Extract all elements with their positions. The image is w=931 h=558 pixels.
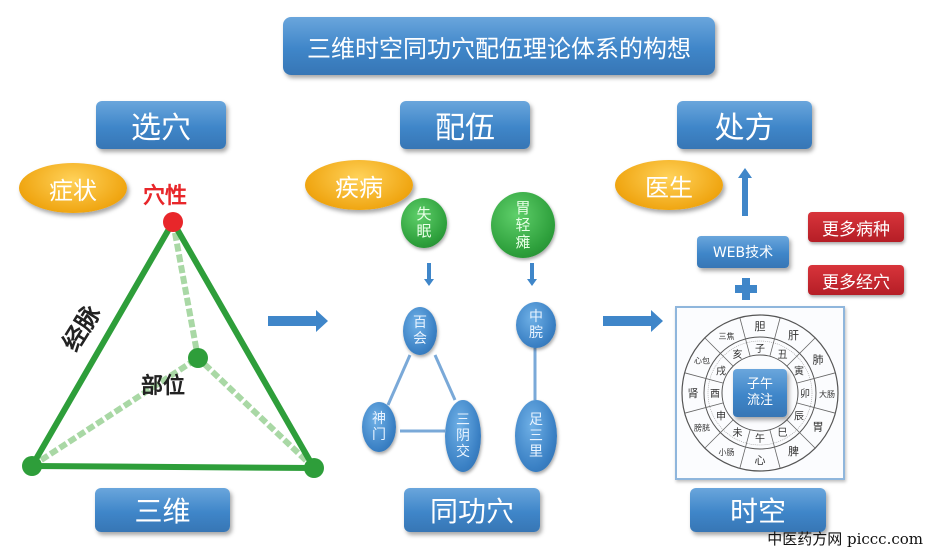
clock-divider: [704, 337, 734, 367]
acupoint-baihui: 百 会: [403, 307, 437, 355]
clock-organ-label: 大肠: [819, 389, 835, 399]
clock-divider: [684, 402, 724, 414]
clock-organ-label: 心包: [694, 356, 710, 366]
clock-divider: [769, 429, 781, 469]
clock-divider: [786, 337, 816, 367]
apex-label: 穴性: [143, 184, 188, 209]
acupoint-sanyinjiao: 三 阴 交: [445, 400, 481, 472]
acupoint-connections: [386, 345, 537, 433]
footer-time-space: 时空: [690, 488, 826, 532]
edge-right: [170, 220, 317, 470]
disease-insomnia: 失 眠: [401, 198, 447, 248]
arrow-down-2-icon: [527, 263, 537, 286]
plus-icon: [735, 278, 757, 300]
diagram-title: 三维时空同功穴配伍理论体系的构想: [283, 17, 715, 75]
header-compatibility: 配伍: [400, 101, 530, 149]
clock-outer-ring: [681, 314, 839, 472]
clock-divider: [769, 317, 781, 357]
clock-branch-label: 巳: [778, 427, 788, 439]
edge-base: [31, 463, 315, 471]
clock-branch-label: 戌: [716, 365, 726, 378]
clock-divider: [684, 372, 724, 384]
link-baihui-sanyinjiao: [433, 354, 457, 401]
header-select-points: 选穴: [96, 101, 226, 149]
clock-organ-label: 胆: [755, 320, 766, 333]
tag-more-diseases: 更多病种: [808, 212, 904, 242]
clock-organ-label: 胃: [813, 421, 824, 434]
clock-branch-label: 卯: [800, 388, 810, 400]
clock-branch-label: 亥: [733, 348, 743, 361]
clock-inner-ring: [721, 354, 799, 432]
clock-divider: [786, 419, 816, 449]
clock-organ-label: 小肠: [719, 448, 735, 457]
arrow-up-icon: [738, 168, 752, 216]
factor-symptom: 症状: [19, 163, 127, 213]
header-prescription: 处方: [677, 101, 812, 149]
arrow-right-2-icon: [603, 310, 663, 332]
edge-meridian: [29, 220, 176, 468]
clock-divider: [796, 372, 836, 384]
apex-point: [163, 212, 183, 232]
clock-divider: [739, 429, 751, 469]
three-dimension-triangle: [22, 212, 324, 478]
clock-organ-label: 肺: [813, 354, 824, 367]
link-baihui-shenmen: [386, 354, 412, 406]
clock-organ-label: 心: [755, 454, 766, 467]
clock-branch-label: 未: [733, 427, 743, 439]
clock-branch-label: 辰: [794, 411, 804, 423]
factor-doctor: 医生: [615, 160, 723, 210]
tag-more-acupoints: 更多经穴: [808, 265, 904, 295]
arrow-right-1-icon: [268, 310, 328, 332]
footer-same-function-points: 同功穴: [404, 488, 540, 532]
web-technology-box: WEB技术: [697, 236, 789, 268]
acupoint-shenmen: 神 门: [362, 402, 396, 452]
title-text: 三维时空同功穴配伍理论体系的构想: [307, 34, 691, 63]
right-vertex-point: [304, 458, 324, 478]
acupoint-zhongwan: 中 脘: [516, 302, 556, 348]
clock-middle-ring: [703, 336, 817, 450]
watermark: 中医药方网 piccc.com: [767, 530, 923, 548]
clock-organ-label: 三焦: [719, 331, 735, 341]
dashed-edge-apex-center: [170, 221, 201, 359]
clock-branch-label: 子: [755, 343, 765, 355]
center-point: [188, 348, 208, 368]
arrow-down-1-icon: [424, 263, 434, 286]
clock-tick-ring: [707, 340, 813, 446]
factor-disease: 疾病: [305, 160, 413, 210]
clock-branch-label: 酉: [710, 389, 720, 400]
clock-divider: [704, 419, 734, 449]
ziwu-clock-panel: 胆肝肺大肠胃脾心 小肠 膀胱 肾 心包 三焦子丑寅卯辰巳 午未申酉戌亥 子午 流注: [675, 306, 845, 480]
clock-center: 子午 流注: [733, 369, 787, 417]
clock-organ-label: 膀胱: [694, 423, 710, 433]
acupoint-zusanli: 足 三 里: [515, 400, 557, 472]
disease-gastroparesis: 胃 轻 瘫: [491, 192, 555, 258]
footer-three-dimension: 三维: [95, 488, 230, 532]
clock-branch-label: 寅: [794, 365, 804, 378]
clock-branch-label: 午: [755, 432, 765, 445]
location-label: 部位: [141, 374, 186, 399]
left-vertex-point: [22, 456, 42, 476]
clock-divider: [739, 317, 751, 357]
dashed-edge-right-center: [195, 355, 317, 471]
clock-branch-label: 申: [716, 410, 726, 423]
clock-organ-label: 肝: [788, 329, 799, 342]
clock-divider: [796, 402, 836, 414]
clock-organ-label: 肾: [688, 387, 699, 400]
clock-branch-label: 丑: [778, 350, 788, 361]
dashed-edge-left-center: [30, 355, 200, 469]
clock-organ-label: 脾: [788, 444, 799, 458]
